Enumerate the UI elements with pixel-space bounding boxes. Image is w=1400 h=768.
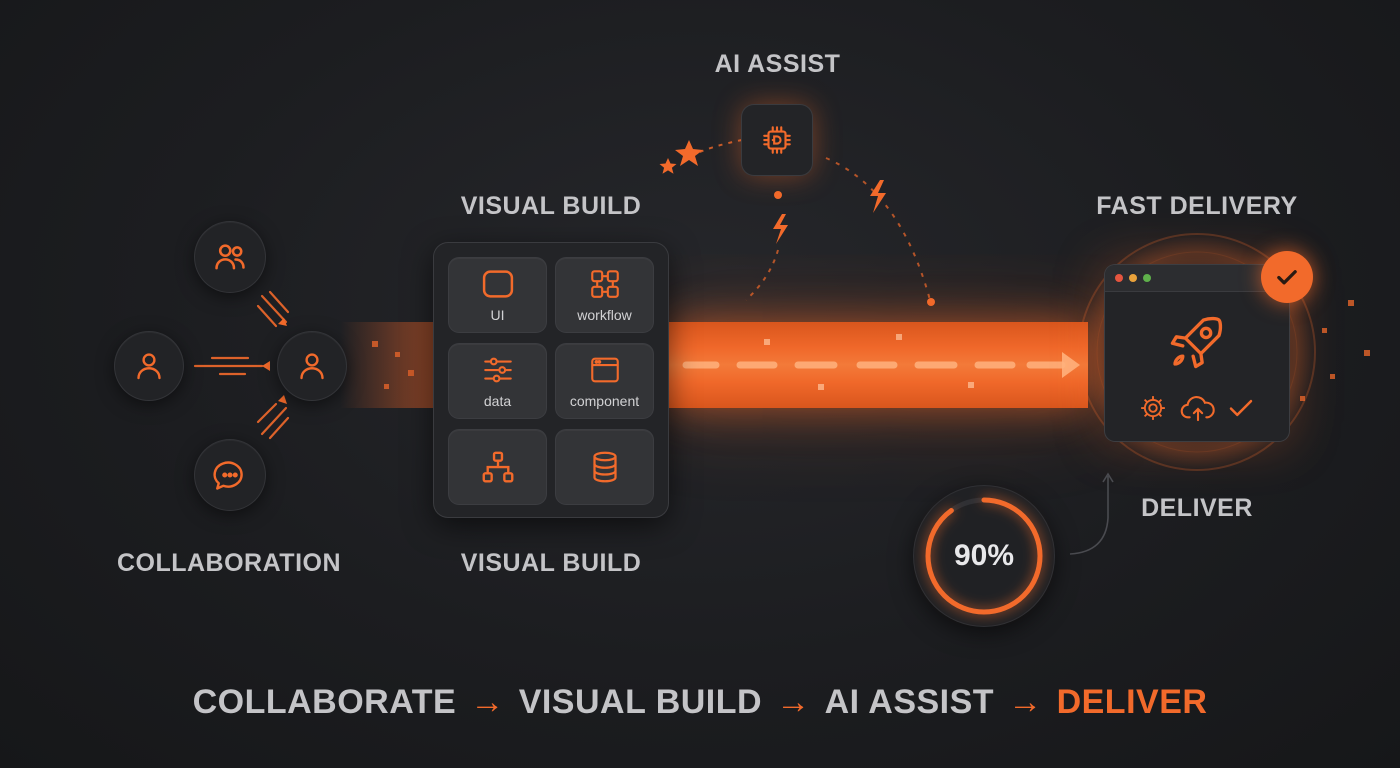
ai-down-line bbox=[745, 249, 779, 301]
label-ai-assist: AI ASSIST bbox=[714, 50, 841, 78]
label-visual-build-bottom: VISUAL BUILD bbox=[460, 549, 642, 577]
user-icon bbox=[137, 353, 161, 380]
visual-build-panel: UI workflow data component bbox=[434, 243, 668, 517]
star-icon bbox=[659, 140, 703, 174]
flow-step-ai-assist: AI ASSIST bbox=[824, 683, 995, 721]
tile-hierarchy[interactable] bbox=[449, 430, 546, 504]
users-group-icon bbox=[215, 244, 245, 270]
window-titlebar bbox=[1105, 265, 1289, 292]
chat-bubble-icon bbox=[213, 461, 243, 490]
delivery-window bbox=[1105, 265, 1289, 441]
ai-assist-node[interactable] bbox=[742, 105, 812, 175]
flow-step-deliver: DELIVER bbox=[1056, 683, 1208, 721]
ui-frame-icon bbox=[482, 270, 513, 298]
gauge-connector bbox=[1069, 472, 1114, 555]
check-badge-icon bbox=[1261, 251, 1313, 303]
collab-node-user-left[interactable] bbox=[115, 332, 183, 400]
process-flow: COLLABORATE → VISUAL BUILD → AI ASSIST → DELIV… bbox=[0, 683, 1400, 722]
data-sliders-icon bbox=[483, 357, 512, 383]
component-window-icon bbox=[590, 357, 619, 383]
tile-label: workflow bbox=[577, 307, 632, 323]
flow-step-collaborate: COLLABORATE bbox=[192, 683, 457, 721]
check-icon bbox=[1229, 399, 1253, 417]
label-fast-delivery: FAST DELIVERY bbox=[1096, 192, 1298, 220]
progress-text: 90% bbox=[953, 539, 1015, 572]
gauge-arc bbox=[925, 497, 1043, 615]
data-beam bbox=[668, 322, 1088, 408]
lightning-icon bbox=[773, 214, 788, 244]
user-icon bbox=[300, 353, 324, 380]
flow-arrow: → bbox=[776, 683, 811, 721]
collab-node-chat[interactable] bbox=[195, 440, 265, 510]
flow-arrow: → bbox=[470, 683, 505, 721]
flow-step-visual-build: VISUAL BUILD bbox=[518, 683, 763, 721]
tile-label: component bbox=[569, 393, 640, 409]
tile-label: data bbox=[483, 393, 512, 409]
gear-icon[interactable] bbox=[1138, 393, 1168, 423]
label-visual-build-top: VISUAL BUILD bbox=[460, 192, 642, 220]
label-deliver: DELIVER bbox=[1141, 494, 1253, 522]
hierarchy-icon bbox=[482, 451, 513, 483]
lightning-icon bbox=[870, 180, 886, 213]
database-icon bbox=[592, 451, 617, 483]
tile-database[interactable] bbox=[556, 430, 653, 504]
ai-chip-icon bbox=[763, 126, 791, 154]
flow-arrow: → bbox=[1008, 683, 1043, 721]
tile-ui[interactable]: UI bbox=[449, 258, 546, 332]
collab-node-user-center[interactable] bbox=[278, 332, 346, 400]
tile-label: UI bbox=[490, 307, 505, 323]
collab-node-users[interactable] bbox=[195, 222, 265, 292]
rocket-icon bbox=[1170, 316, 1223, 369]
tile-component[interactable]: component bbox=[556, 344, 653, 418]
ai-right-arc bbox=[825, 157, 931, 301]
beam-incoming bbox=[340, 322, 436, 408]
label-collaboration: COLLABORATION bbox=[116, 549, 342, 577]
progress-gauge: 90% bbox=[914, 486, 1054, 626]
workflow-icon bbox=[590, 270, 619, 298]
tile-data[interactable]: data bbox=[449, 344, 546, 418]
cloud-upload-icon[interactable] bbox=[1180, 393, 1216, 425]
tile-workflow[interactable]: workflow bbox=[556, 258, 653, 332]
